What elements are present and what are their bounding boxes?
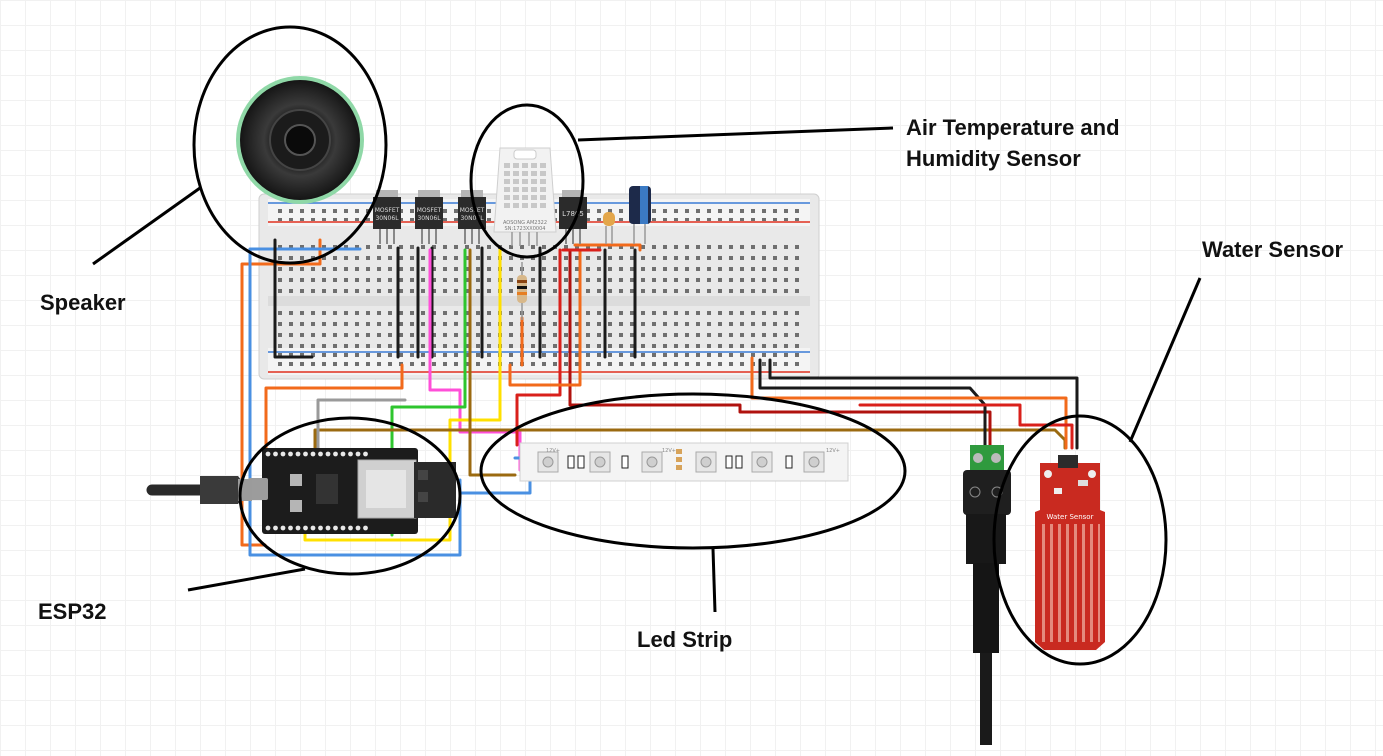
mosfet-1-label-b: 30N06L — [375, 215, 399, 222]
air-sensor-label-line1: Air Temperature and — [906, 115, 1120, 140]
mosfet-1-label-a: MOSFET — [375, 207, 400, 214]
dht-text-2: SN:1723XX0004 — [505, 226, 546, 232]
wire-gray — [316, 398, 407, 450]
wire-red-sensor — [858, 403, 1074, 450]
dht-pointer — [577, 126, 894, 142]
annotations — [92, 25, 1202, 666]
resistor — [517, 262, 527, 320]
wire-orange-reg — [508, 248, 582, 387]
strip-mark-1: 12V+ — [546, 448, 560, 454]
esp32-outline — [238, 416, 462, 576]
air-sensor-label-line2: Humidity Sensor — [906, 146, 1081, 171]
mosfet-3-label-a: MOSFET — [460, 207, 485, 214]
electrolytic-capacitor — [629, 186, 651, 244]
mosfet-2: MOSFET 30N06L — [415, 190, 443, 244]
wire-blue-left — [248, 247, 462, 557]
speaker-pointer — [92, 186, 201, 266]
strip-mark-2: 12V+ — [662, 448, 676, 454]
usb-cable — [146, 476, 252, 504]
regulator-label: L7805 — [562, 210, 584, 218]
strip-mark-3: 12V+ — [826, 448, 840, 454]
dc-power-jack — [963, 445, 1011, 745]
air-sensor-label: Air Temperature and Humidity Sensor — [906, 112, 1120, 174]
water-sensor-text: Water Sensor — [1047, 513, 1094, 521]
wire-orange-sensor — [750, 356, 1068, 450]
water-sensor-board: Water Sensor — [1035, 455, 1105, 650]
dht-outline — [469, 103, 585, 259]
mosfet-3-label-b: 30N06L — [460, 215, 484, 222]
wire-pink — [428, 248, 522, 472]
wire-orange-esp — [264, 363, 404, 450]
speaker — [236, 76, 364, 204]
speaker-label: Speaker — [40, 290, 126, 315]
wire-orange-reg2 — [573, 243, 642, 252]
speaker-outline — [192, 25, 388, 265]
water-outline — [992, 414, 1168, 666]
wire-black-sensor — [768, 358, 1079, 450]
mosfet-2-label-a: MOSFET — [417, 207, 442, 214]
wire-red-long — [515, 248, 562, 447]
water-pointer — [1128, 277, 1202, 443]
esp32-board — [248, 448, 456, 534]
mosfet-2-label-b: 30N06L — [417, 215, 441, 222]
led-pointer — [711, 548, 717, 613]
dht-sensor: AOSONG AM2322 SN:1723XX0004 — [493, 147, 557, 246]
dht-text-1: AOSONG AM2322 — [503, 220, 547, 226]
ceramic-capacitor — [603, 212, 615, 244]
led-strip: 12V+ 12V+ 12V+ — [519, 442, 849, 482]
led-outline — [479, 392, 907, 550]
wire-red-jack — [568, 248, 992, 447]
mosfet-1: MOSFET 30N06L — [373, 190, 401, 244]
esp32-pointer — [187, 567, 306, 592]
wire-black-jack — [758, 358, 987, 447]
wire-brown — [468, 248, 517, 477]
esp32-label: ESP32 — [38, 599, 107, 624]
water-sensor-label: Water Sensor — [1202, 237, 1344, 262]
led-strip-label: Led Strip — [637, 627, 733, 652]
